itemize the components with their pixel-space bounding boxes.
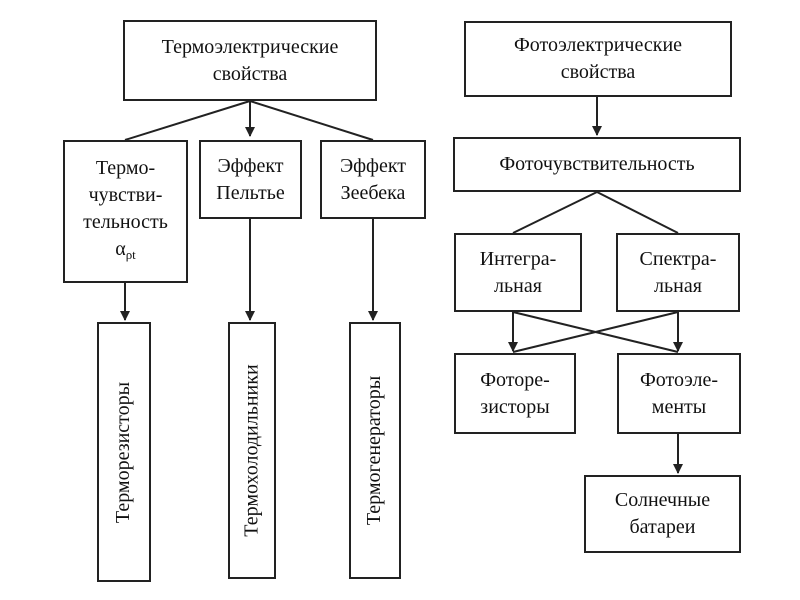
thermistors-label: Терморезисторы: [112, 381, 135, 523]
photoresistors-line2: зисторы: [480, 395, 550, 418]
thermistors-box: Терморезисторы: [97, 322, 151, 582]
spectral-line2: льная: [654, 274, 702, 297]
photocells-line2: менты: [651, 395, 707, 418]
alpha-symbol: α: [115, 238, 126, 260]
thermogenerators-box: Термогенераторы: [349, 322, 401, 579]
thermoelectric-properties-line2: свойства: [212, 62, 288, 85]
thermoelectric-properties-line1: Термоэлектрические: [161, 35, 339, 58]
line-thermo-root-to-thermosensitivity: [124, 100, 251, 141]
solar-batteries-box: Солнечные батареи: [584, 475, 741, 553]
thermosensitivity-line2: чувстви-: [88, 184, 163, 206]
seebeck-effect-line1: Эффект: [339, 154, 407, 177]
thermogenerators-label: Термогенераторы: [363, 375, 386, 526]
thermocoolers-label: Термохолодильники: [240, 364, 263, 537]
photosensitivity-box: Фоточувствительность: [453, 137, 741, 192]
line-thermo-root-to-seebeck: [249, 100, 374, 141]
seebeck-effect-box: Эффект Зеебека: [320, 140, 426, 219]
spectral-box: Спектра- льная: [616, 233, 740, 312]
solar-batteries-line1: Солнечные: [614, 489, 711, 511]
thermoelectric-properties-box: Термоэлектрические свойства: [123, 20, 377, 101]
peltier-effect-line1: Эффект: [217, 154, 284, 177]
photoelectric-properties-line2: свойства: [560, 61, 636, 83]
photosensitivity-label: Фоточувствительность: [499, 153, 695, 175]
thermosensitivity-line1: Термо-: [95, 157, 156, 179]
integral-line1: Интегра-: [479, 247, 557, 270]
integral-box: Интегра- льная: [454, 233, 582, 312]
photoelectric-properties-box: Фотоэлектрические свойства: [464, 21, 732, 97]
thermosensitivity-symbol: αρt: [115, 236, 136, 268]
line-spectral-to-photoresistors: [512, 311, 679, 353]
line-photosensitivity-to-spectral: [596, 191, 679, 234]
line-photosensitivity-to-integral: [512, 191, 598, 234]
thermocoolers-box: Термохолодильники: [228, 322, 276, 579]
thermosensitivity-line3: тельность: [83, 211, 168, 233]
photocells-line1: Фотоэле-: [640, 368, 718, 391]
peltier-effect-box: Эффект Пельтье: [199, 140, 302, 219]
solar-batteries-line2: батареи: [629, 516, 696, 538]
photoresistors-line1: Фоторе-: [480, 368, 550, 391]
alpha-subscript: ρt: [125, 247, 136, 262]
photoresistors-box: Фоторе- зисторы: [454, 353, 576, 434]
spectral-line1: Спектра-: [639, 247, 717, 270]
thermosensitivity-box: Термо- чувстви- тельность αρt: [63, 140, 188, 283]
photocells-box: Фотоэле- менты: [617, 353, 741, 434]
seebeck-effect-line2: Зеебека: [340, 181, 406, 204]
integral-line2: льная: [494, 274, 542, 297]
peltier-effect-line2: Пельтье: [216, 181, 285, 204]
photoelectric-properties-line1: Фотоэлектрические: [513, 34, 683, 56]
